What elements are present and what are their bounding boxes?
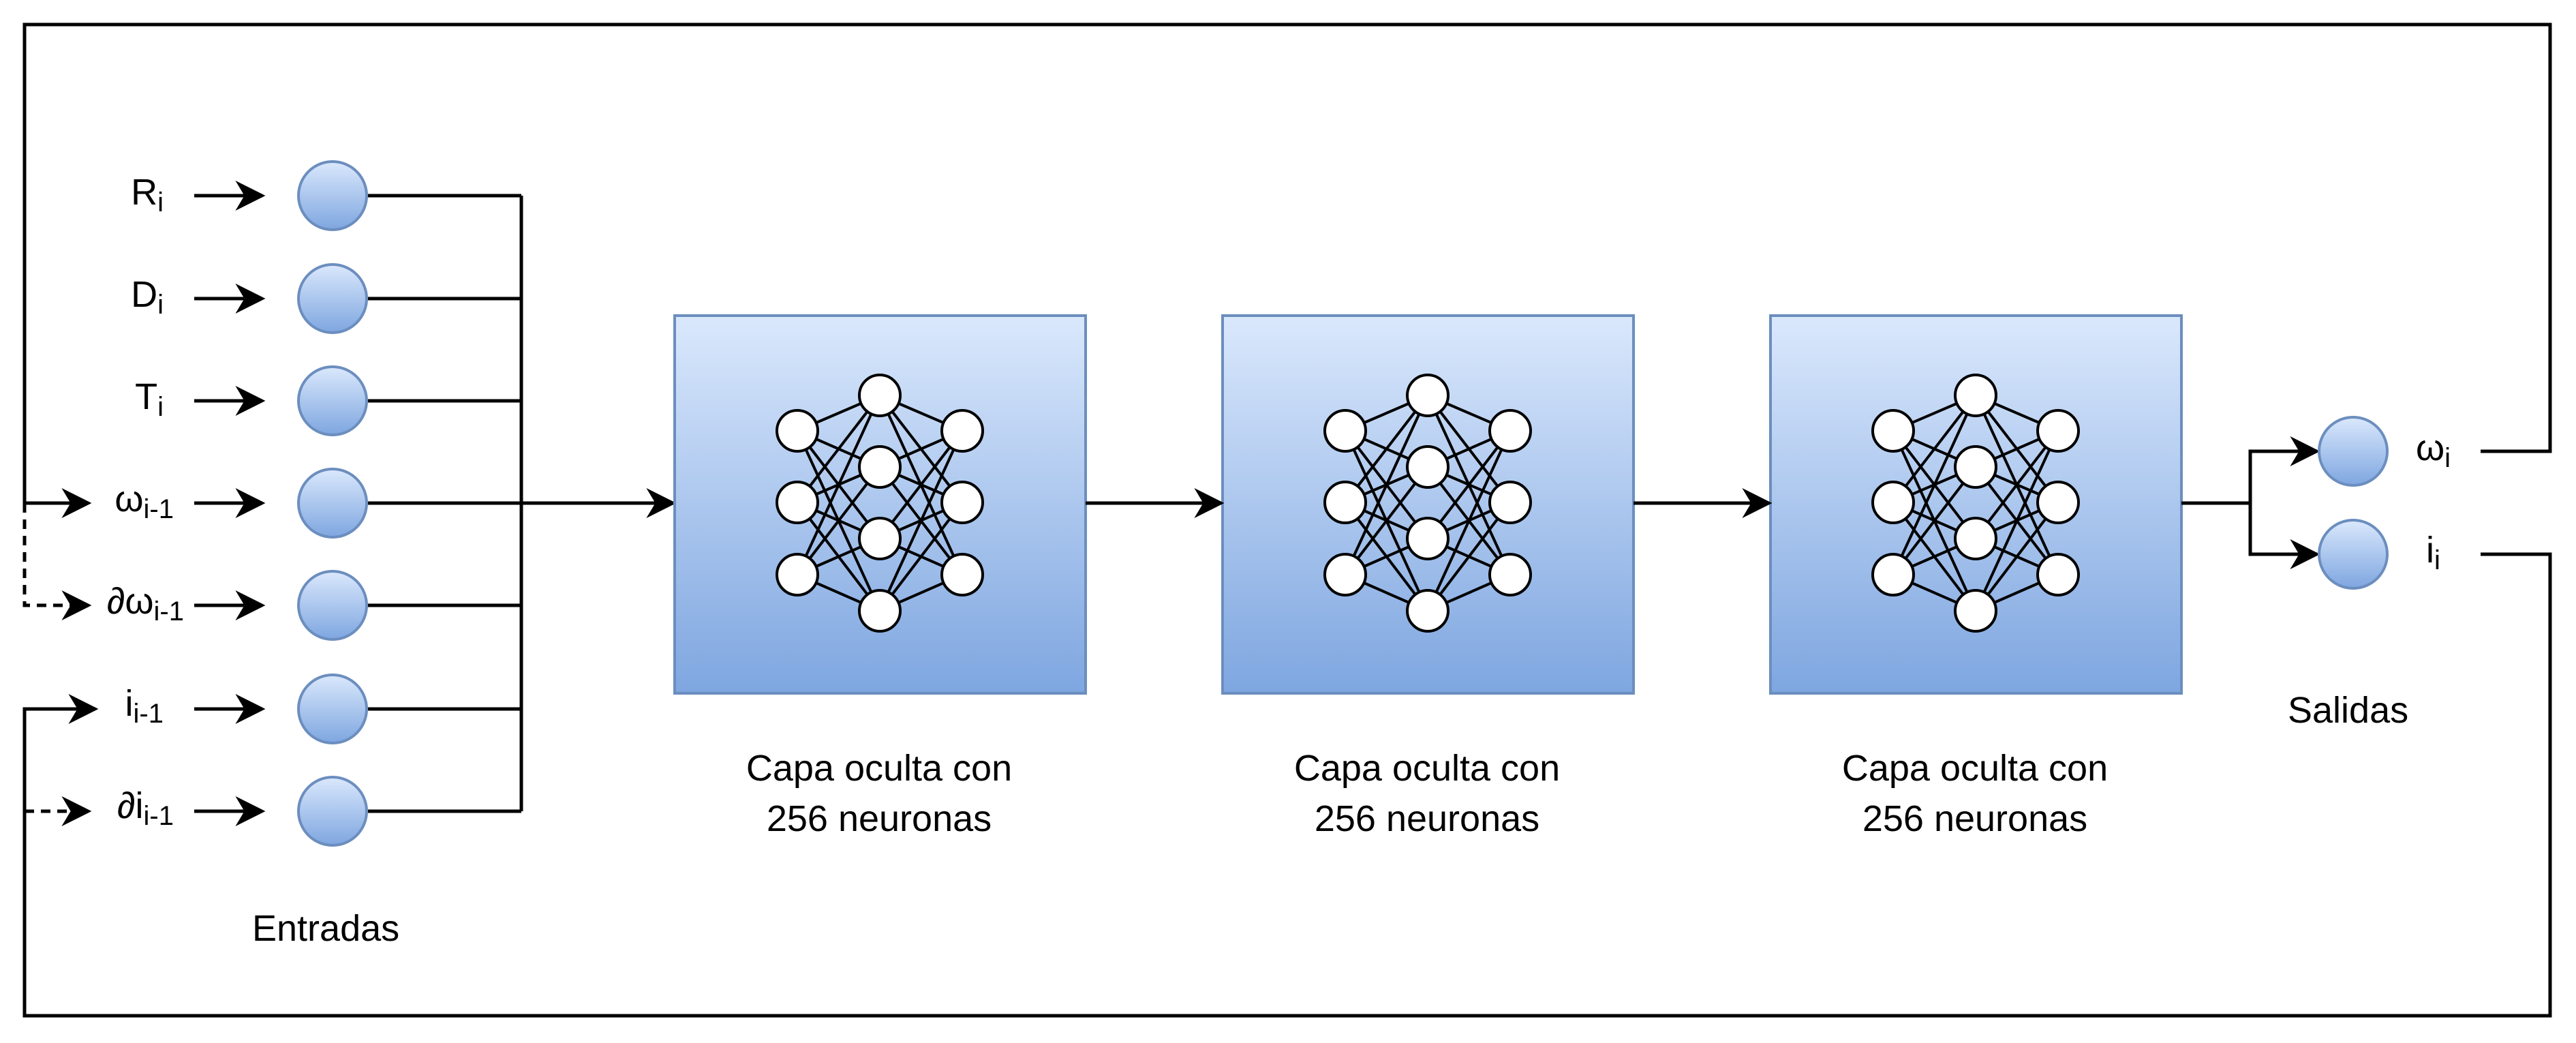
network-edge	[1892, 395, 1977, 575]
arrow-to-output-i	[2248, 503, 2320, 569]
network-neuron	[2036, 409, 2080, 453]
network-neuron	[1954, 374, 1997, 417]
hidden-layer-2-box	[1221, 314, 1635, 695]
network-neuron	[1488, 409, 1532, 453]
input-bus	[368, 194, 677, 813]
network-edge	[1892, 394, 1977, 504]
input-label-omega-prev: ωi-1	[114, 479, 174, 524]
neural-network-icon-3	[1871, 374, 2080, 633]
input-node	[297, 776, 368, 847]
network-edge	[1344, 395, 1429, 575]
network-neuron	[1406, 517, 1450, 560]
network-neuron	[1406, 445, 1450, 489]
network-edge	[1974, 429, 2059, 540]
input-label-i-prev: ii-1	[125, 683, 164, 729]
network-edge	[1426, 430, 1512, 611]
network-neuron	[1323, 409, 1367, 453]
output-node-omega	[2318, 416, 2389, 487]
neural-network-icon-2	[1323, 374, 1532, 633]
input-node	[297, 365, 368, 436]
input-nodes	[297, 160, 368, 847]
network-neuron	[776, 553, 819, 596]
network-neuron	[940, 409, 984, 453]
network-neuron	[858, 517, 902, 560]
neural-network-icons	[776, 374, 2080, 633]
network-neuron	[1871, 481, 1915, 524]
network-edge	[1426, 429, 1512, 540]
network-neuron	[776, 409, 819, 453]
inputs-title: Entradas	[252, 908, 400, 949]
feedback-omega-path	[22, 22, 2552, 503]
network-edge	[1344, 394, 1429, 504]
network-edge	[878, 430, 964, 611]
input-label-D: Di	[131, 274, 164, 320]
hidden-layer-1-box	[673, 314, 1087, 695]
network-neuron	[1406, 589, 1450, 633]
network-edge	[1344, 466, 1429, 576]
output-label-i: ii	[2426, 530, 2440, 575]
neural-network-icon-1	[776, 374, 984, 633]
network-neuron	[1954, 445, 1997, 489]
network-edge	[878, 501, 964, 612]
network-neuron	[858, 374, 902, 417]
input-node	[297, 160, 368, 231]
outputs-title: Salidas	[2288, 690, 2409, 731]
network-edge	[1426, 501, 1512, 612]
network-neuron	[1323, 553, 1367, 596]
network-neuron	[1871, 409, 1915, 453]
network-edge	[1974, 430, 2059, 611]
input-label-domega-prev: ∂ωi-1	[106, 581, 184, 626]
network-edge	[796, 466, 881, 576]
input-node	[297, 468, 368, 539]
network-neuron	[940, 553, 984, 596]
network-neuron	[1488, 481, 1532, 524]
network-edge	[796, 395, 881, 575]
network-neuron	[2036, 553, 2080, 596]
input-node	[297, 674, 368, 744]
hidden-layer-3-box	[1769, 314, 2183, 695]
network-neuron	[2036, 481, 2080, 524]
feedback-frame	[22, 22, 2552, 1018]
network-neuron	[1871, 553, 1915, 596]
network-neuron	[940, 481, 984, 524]
input-arrows	[194, 181, 266, 826]
arrow-to-output-omega	[2248, 436, 2320, 503]
input-label-R: Ri	[131, 172, 164, 217]
arrow-feedback-domega	[22, 503, 92, 620]
feedback-i-path	[22, 552, 2552, 1018]
network-neuron	[1323, 481, 1367, 524]
output-nodes	[2318, 416, 2389, 590]
input-label-T: Ti	[135, 376, 164, 422]
network-edge	[1974, 501, 2059, 612]
network-edge	[1892, 466, 1977, 576]
network-neuron	[776, 481, 819, 524]
network-neuron	[858, 589, 902, 633]
layer-arrows	[1086, 436, 2320, 569]
hidden-layers	[673, 314, 2183, 695]
network-neuron	[1406, 374, 1450, 417]
output-node-i	[2318, 519, 2389, 590]
network-neuron	[858, 445, 902, 489]
network-neuron	[1954, 517, 1997, 560]
feedback-arrows	[22, 488, 99, 826]
network-neuron	[1954, 589, 1997, 633]
arrow-feedback-i	[22, 694, 99, 811]
input-node	[297, 263, 368, 334]
input-label-di-prev: ∂ii-1	[117, 785, 174, 831]
input-node	[297, 570, 368, 641]
network-edge	[878, 429, 964, 540]
output-label-omega: ωi	[2416, 427, 2451, 473]
network-neuron	[1488, 553, 1532, 596]
network-edge	[796, 394, 881, 504]
